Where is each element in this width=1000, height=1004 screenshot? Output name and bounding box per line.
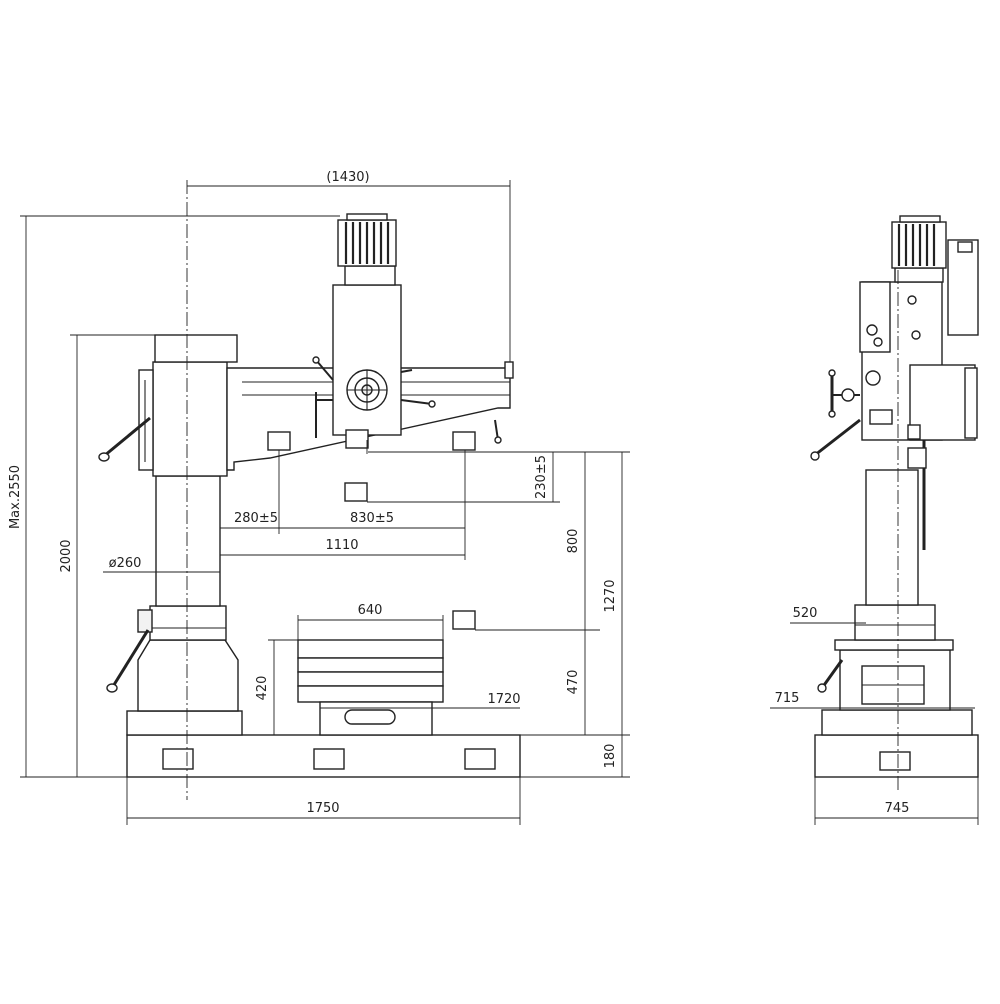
dim-max-height: Max.2550 [8,465,23,529]
table-slot-1 [297,657,444,673]
arm-end-stop [504,361,514,379]
dim-spindle-to-table: 470 [566,670,581,695]
side-motor-cap [899,215,941,223]
dim-max-spindle-offset: 1110 [325,538,358,553]
spindle-pos-low [344,482,368,502]
side-motor-flange [894,267,944,283]
side-arm-box [909,364,976,441]
column-collar [149,605,227,641]
side-plinth [821,709,973,736]
base-pocket-middle [313,748,345,770]
base-pocket-right [464,748,496,770]
dim-arm-reach: (1430) [326,170,369,185]
side-handwheel [828,369,860,418]
side-control-box [947,239,979,336]
arm-sleeve [152,361,228,477]
side-table-top [834,639,954,651]
column [155,475,221,607]
upper-lever [98,416,151,462]
motor-fan-cap [346,213,388,221]
dim-min-spindle-offset: 280±5 [234,511,278,526]
side-column-foot [854,604,936,641]
table-body [297,685,444,703]
arm-sleeve-cap [154,334,238,363]
spindle-pos-table [452,610,476,630]
motor-flange [344,265,396,286]
drill-head [332,284,402,436]
dim-head-travel: 830±5 [350,511,394,526]
side-column [865,469,919,606]
column-bell [137,639,239,712]
dim-base-length: 1750 [306,801,339,816]
dim-table-height: 420 [255,676,270,701]
base-pocket-left [162,748,194,770]
side-lower-lever [817,659,844,693]
lower-lever [106,609,153,693]
head-levers [312,356,502,444]
table-pedestal-slot [344,709,396,725]
front-view [98,180,521,800]
dim-base-width: 745 [885,801,910,816]
dim-side-table-offset: 715 [775,691,800,706]
dim-table-width: 640 [358,603,383,618]
dim-overall-length-side: 1720 [487,692,520,707]
side-gauge [865,370,881,386]
table-top [297,639,444,659]
table-slot-2 [297,671,444,687]
dim-column-diameter: ø260 [109,556,142,571]
dim-base-height: 180 [603,744,618,769]
dimension-lines [20,180,979,825]
dim-arm-height: 2000 [59,539,74,572]
spindle-pos-right [452,431,476,451]
dim-spindle-stroke: 230±5 [534,455,549,499]
dim-spindle-to-base: 1270 [603,579,618,612]
dim-arm-vertical-travel: 800 [566,529,581,554]
side-view [810,215,979,790]
side-upper-lever [810,418,861,461]
spindle-pos-middle [345,429,369,449]
dim-side-column-offset: 520 [793,606,818,621]
feed-handwheel [346,369,388,411]
spindle-pos-left [267,431,291,451]
side-base-pocket [879,751,911,771]
front-base-plinth [126,710,243,736]
